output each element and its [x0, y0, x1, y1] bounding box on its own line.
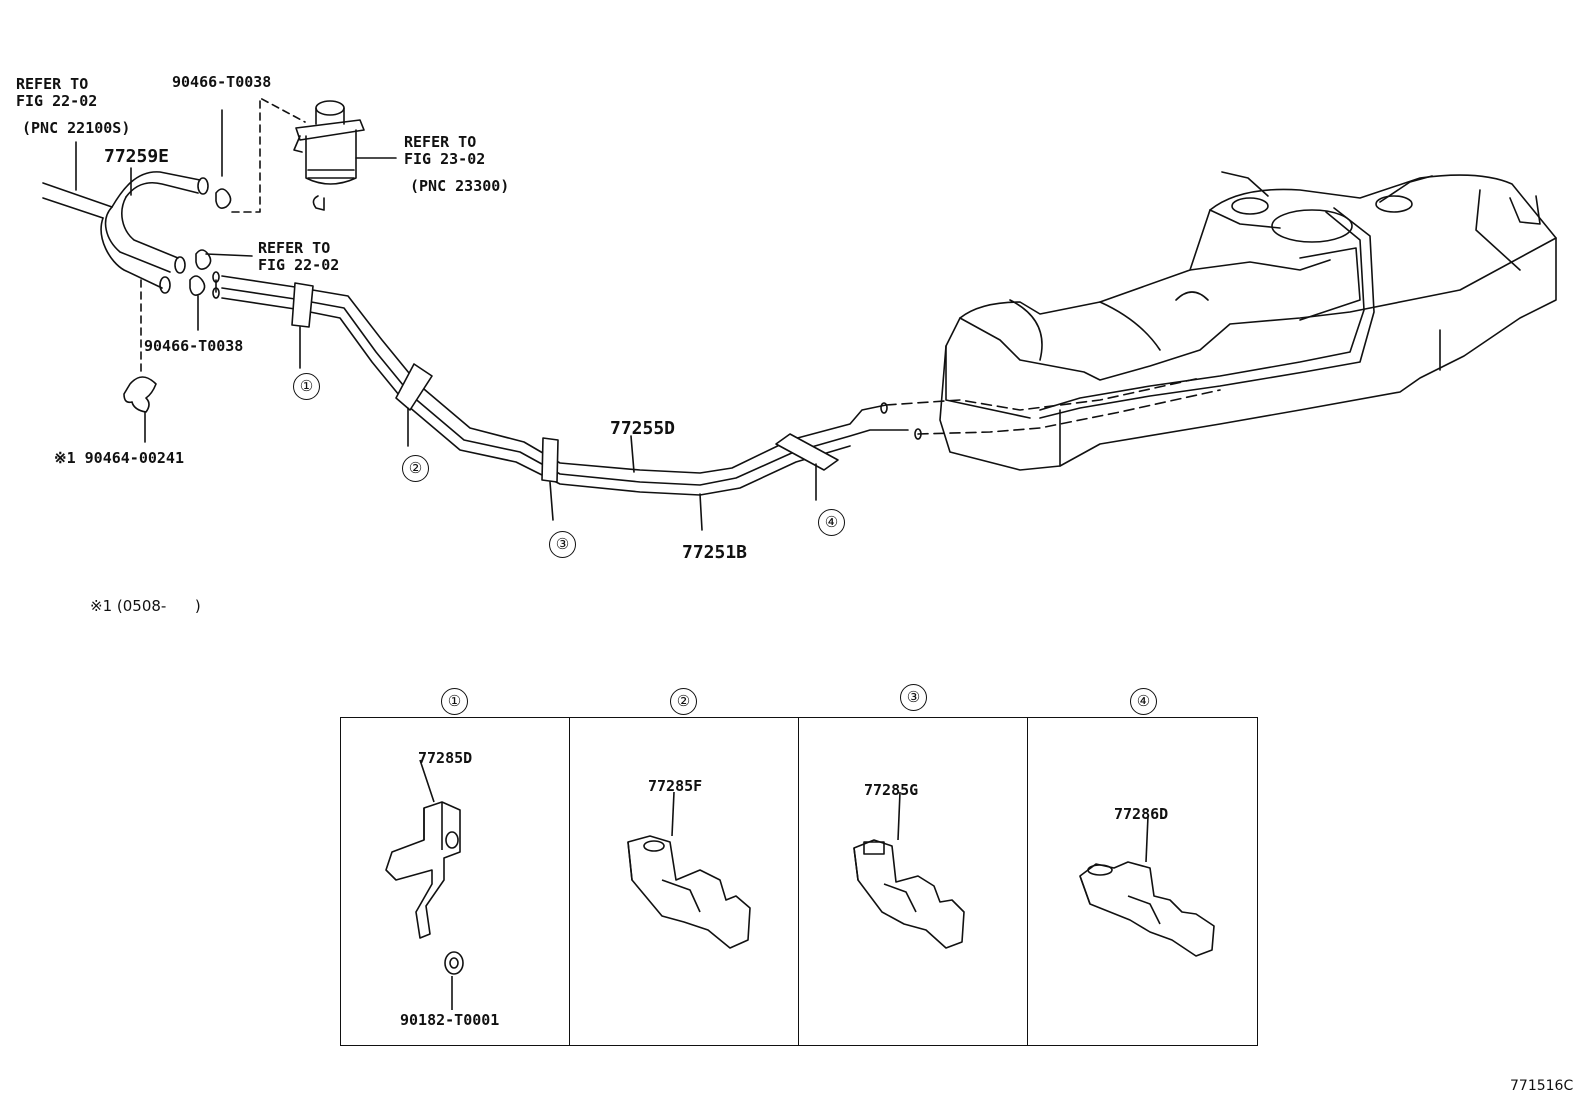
clamp-90466-top	[215, 109, 232, 209]
panel-3	[798, 717, 1029, 1046]
label-pnc-23300: (PNC 23300)	[410, 177, 510, 195]
label-part-90466-top: 90466-T0038	[172, 73, 272, 91]
label-part-90466-mid: 90466-T0038	[144, 337, 244, 355]
label-part-90464: ※1 90464-00241	[54, 449, 184, 467]
panel-2	[569, 717, 800, 1046]
hose-77259e	[100, 167, 209, 294]
panel-1-subpart-label: 90182-T0001	[400, 1011, 500, 1029]
leader-77255d	[630, 435, 635, 473]
fuel-filter	[293, 100, 397, 211]
callout-3: ③	[549, 531, 576, 558]
fuel-tank	[939, 171, 1557, 471]
label-refer-fig-22-02-a: REFER TO FIG 22-02	[16, 75, 98, 110]
band-1	[291, 282, 314, 369]
panel-3-part-label: 77285G	[864, 781, 919, 799]
leader-77251b	[699, 493, 703, 531]
label-part-77255d: 77255D	[610, 418, 676, 439]
callout-1: ①	[293, 373, 320, 400]
figure-id: 771516C	[1510, 1078, 1574, 1094]
label-refer-fig-22-02-b: REFER TO FIG 22-02	[258, 239, 340, 274]
fuel-lines	[212, 271, 922, 496]
panel-1-number: ①	[441, 688, 468, 715]
clamp-90466-mid-a	[195, 249, 253, 270]
leader-dashes	[140, 97, 306, 373]
panel-4-part-label: 77286D	[1114, 805, 1169, 823]
callout-2: ②	[402, 455, 429, 482]
panel-1-part-label: 77285D	[418, 749, 473, 767]
label-refer-fig-23-02: REFER TO FIG 23-02	[404, 133, 486, 168]
panel-2-number: ②	[670, 688, 697, 715]
band-4	[775, 433, 839, 501]
tank-dashed-lines	[885, 377, 1221, 435]
footnote: ※1 (0508- )	[90, 597, 201, 615]
band-2	[395, 363, 433, 447]
label-pnc-22100s: (PNC 22100S)	[22, 119, 131, 137]
clip-90464-00241	[123, 376, 157, 443]
band-3	[541, 437, 559, 521]
clamp-90466-mid-b	[189, 275, 206, 331]
callout-4: ④	[818, 509, 845, 536]
label-part-77251b: 77251B	[682, 542, 748, 563]
main-pipe-22100s	[42, 141, 113, 219]
panel-4-number: ④	[1130, 688, 1157, 715]
panel-3-number: ③	[900, 684, 927, 711]
panel-2-part-label: 77285F	[648, 777, 703, 795]
label-part-77259e: 77259E	[104, 146, 170, 167]
panel-4	[1027, 717, 1258, 1046]
